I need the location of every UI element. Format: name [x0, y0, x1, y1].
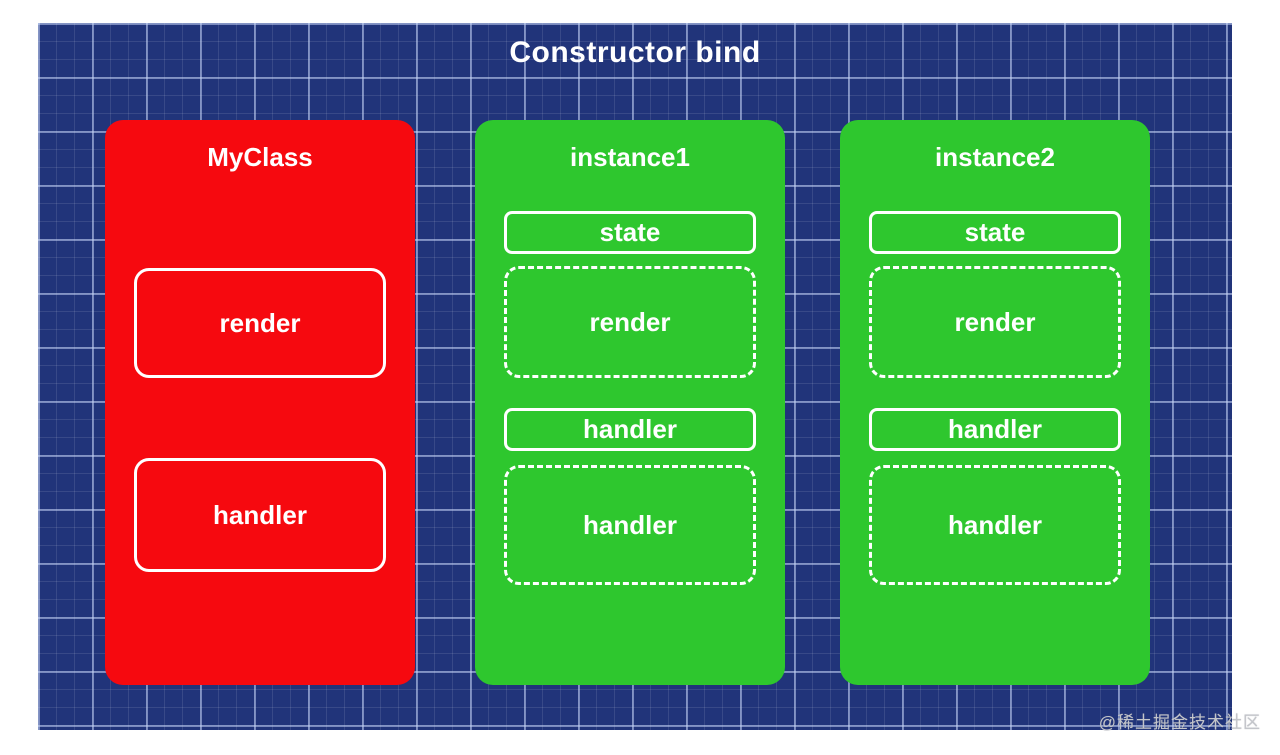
instance2-render-box: render [869, 266, 1121, 378]
card-myclass-title: MyClass [207, 142, 313, 172]
instance1-handler-box: handler [504, 408, 756, 451]
card-instance1: instance1 state render handler handler [475, 120, 785, 685]
instance1-state-box: state [504, 211, 756, 254]
card-myclass: MyClass render handler [105, 120, 415, 685]
instance2-handler-box: handler [869, 408, 1121, 451]
instance2-handler-label: handler [948, 414, 1042, 444]
myclass-handler-label: handler [213, 499, 307, 530]
instance1-state-label: state [599, 217, 661, 247]
instance2-handler-dashed-box: handler [869, 465, 1121, 585]
instance2-state-label: state [964, 217, 1026, 247]
card-instance2: instance2 state render handler handler [840, 120, 1150, 685]
instance1-handler-dashed-label: handler [583, 509, 677, 540]
diagram-title: Constructor bind [509, 36, 761, 69]
instance1-handler-label: handler [583, 414, 677, 444]
instance1-handler-dashed-box: handler [504, 465, 756, 585]
instance1-render-box: render [504, 266, 756, 378]
instance2-render-label: render [954, 306, 1036, 337]
myclass-render-label: render [219, 307, 301, 338]
instance1-render-label: render [589, 306, 671, 337]
card-instance1-title: instance1 [570, 142, 690, 172]
card-instance2-title: instance2 [935, 142, 1055, 172]
myclass-render-box: render [134, 268, 386, 378]
instance2-handler-dashed-label: handler [948, 509, 1042, 540]
myclass-handler-box: handler [134, 458, 386, 572]
watermark: @稀土掘金技术社区 [1098, 713, 1261, 732]
instance2-state-box: state [869, 211, 1121, 254]
